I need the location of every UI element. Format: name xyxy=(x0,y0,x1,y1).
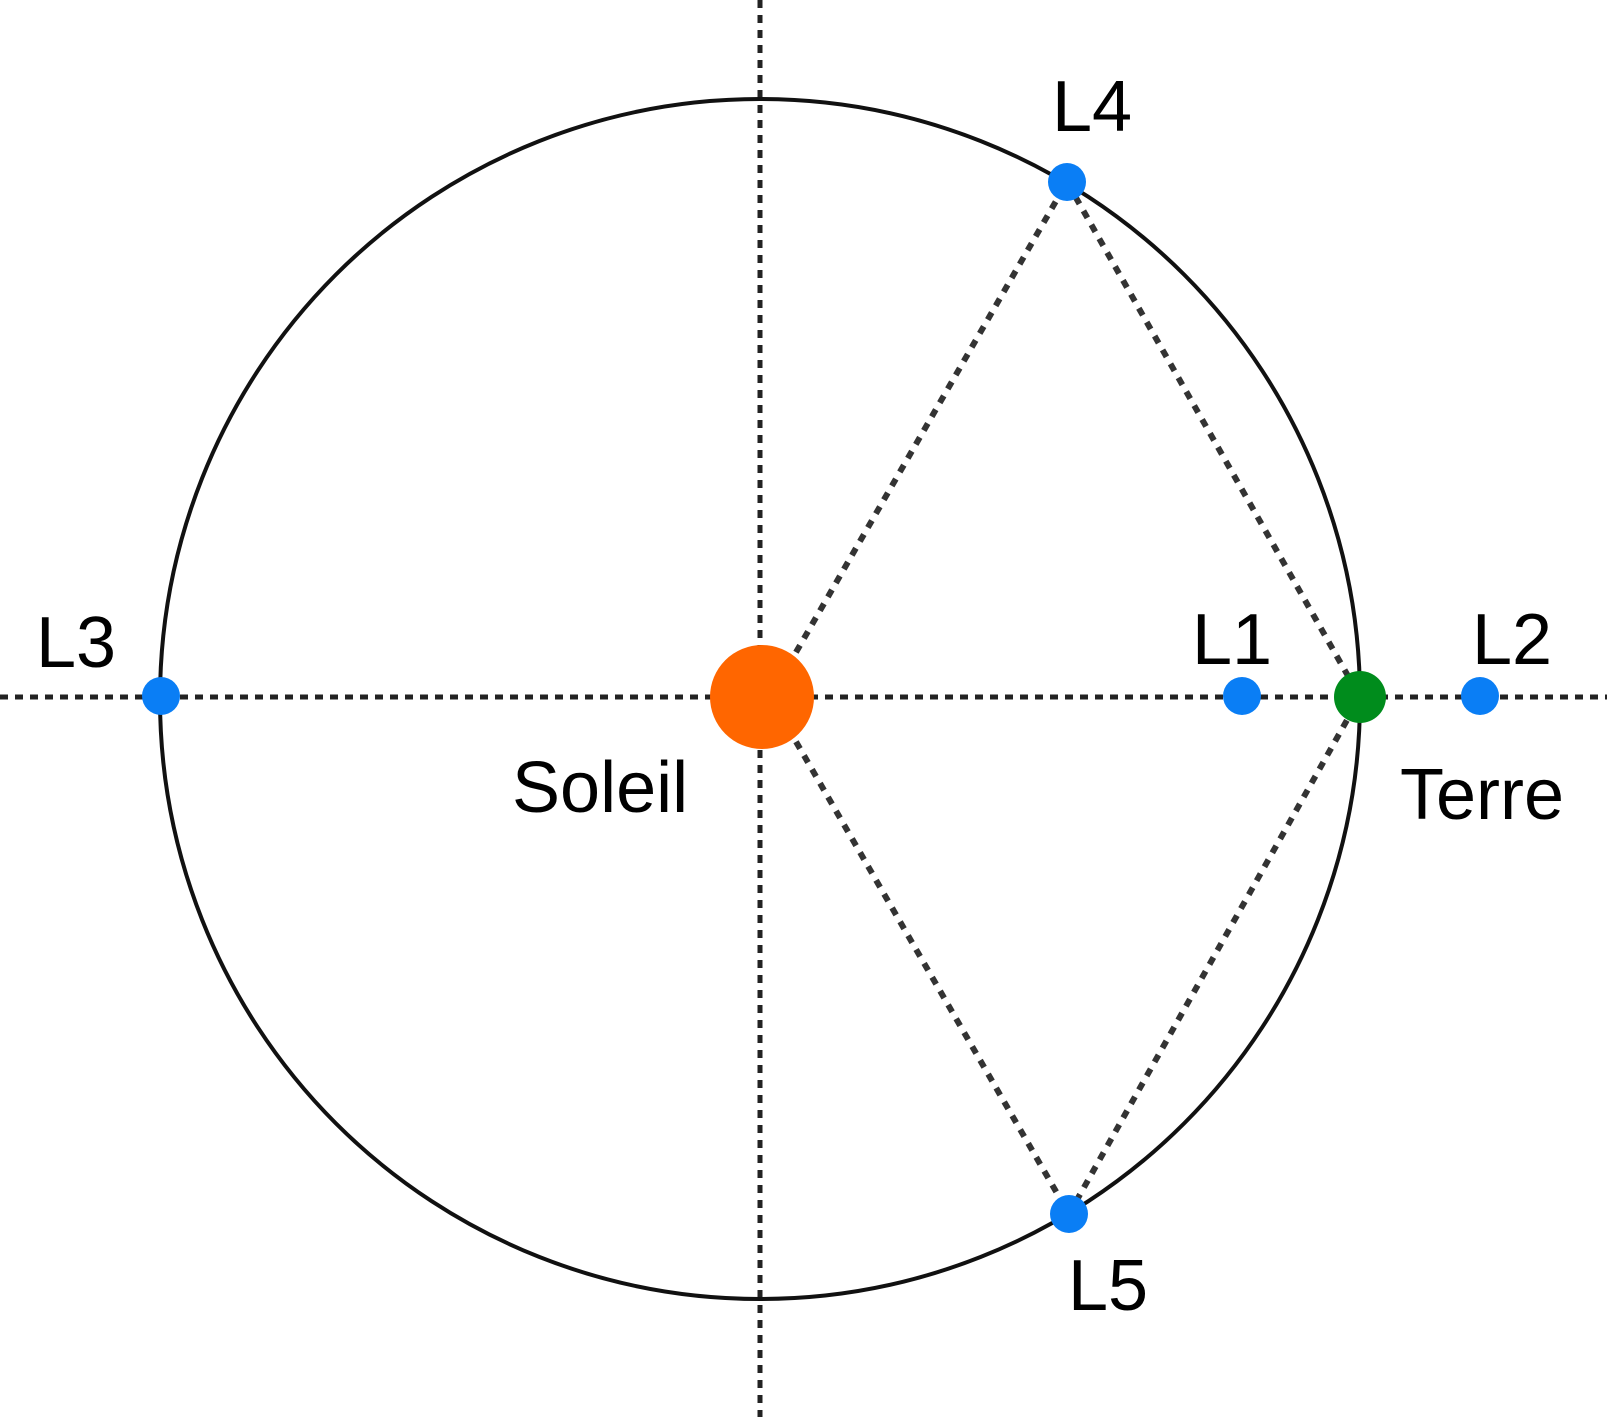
earth xyxy=(1334,671,1386,723)
lagrange-point-l4 xyxy=(1048,163,1086,201)
label-earth: Terre xyxy=(1400,755,1564,835)
label-l4: L4 xyxy=(1052,67,1132,147)
l5-triangle-lines xyxy=(777,695,1363,1221)
label-l1: L1 xyxy=(1192,600,1272,680)
l4-triangle-lines xyxy=(777,175,1363,699)
lagrange-point-l1 xyxy=(1223,677,1261,715)
sun xyxy=(710,645,814,749)
label-l2: L2 xyxy=(1472,600,1552,680)
lagrange-point-l5 xyxy=(1050,1195,1088,1233)
label-l3: L3 xyxy=(36,603,116,683)
label-sun: Soleil xyxy=(512,748,688,828)
label-l5: L5 xyxy=(1068,1246,1148,1326)
lagrange-point-l2 xyxy=(1461,677,1499,715)
lagrange-point-l3 xyxy=(142,677,180,715)
